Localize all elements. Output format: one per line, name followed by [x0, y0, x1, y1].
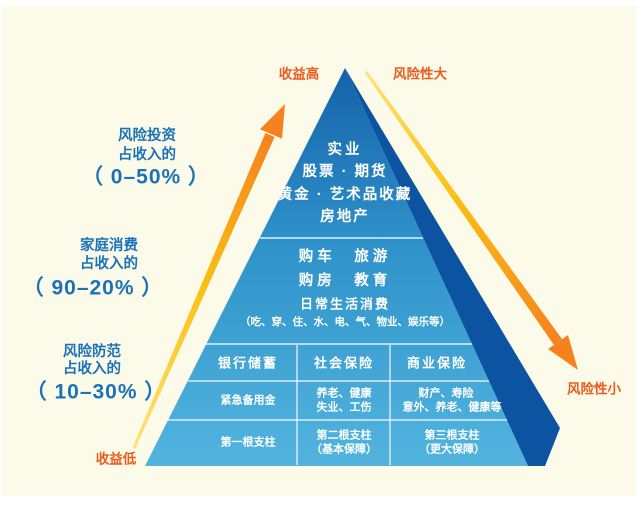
up-arrow-head-icon: [260, 104, 285, 139]
note-risk-investment-line2: 占收入的: [118, 146, 176, 163]
tier3-col2-base-line1: 第二根支柱: [316, 429, 372, 442]
label-yield-low: 收益低: [95, 451, 137, 467]
tier3-col3-mid-line1: 财产、寿险: [418, 387, 474, 400]
pyramid-front-face: [145, 68, 528, 466]
tier3-col1-mid: 紧急备用金: [220, 394, 276, 407]
tier1-line-real-estate: 房地产: [320, 208, 370, 225]
note-risk-investment-range: （ 0–50% ）: [81, 165, 211, 189]
tier2-line-daily-living: 日常生活消费: [299, 296, 391, 312]
tier3-col3-mid-line2: 意外、养老、健康等: [402, 401, 502, 414]
note-risk-prevention-line1: 风险防范: [63, 343, 121, 360]
tier3-col2-header: 社会保险: [313, 355, 375, 371]
note-family-consumption-line1: 家庭消费: [80, 237, 138, 254]
tier3-col1-base: 第一根支柱: [220, 436, 276, 449]
label-risk-low: 风险性小: [567, 381, 621, 397]
note-risk-prevention-range: （ 10–30% ）: [25, 380, 167, 404]
note-family-consumption-range: （ 90–20% ）: [22, 276, 164, 300]
tier3-col1-header: 银行储蓄: [217, 355, 279, 371]
tier3-col3-base-line2: （更大保障）: [419, 443, 485, 456]
tier1-line-stocks: 股票 · 期货: [302, 163, 388, 180]
pyramid-side-face: [345, 68, 560, 466]
tier1-line-industry: 实业: [327, 141, 363, 158]
tier3-col3-base-line1: 第三根支柱: [424, 429, 480, 442]
note-family-consumption-line2: 占收入的: [80, 255, 138, 272]
down-arrow-head-icon: [548, 335, 578, 370]
label-yield-high: 收益高: [278, 66, 320, 82]
tier3-col2-mid-line2: 失业、工伤: [316, 401, 372, 414]
tier2-line-car-travel: 购车 旅游: [298, 248, 392, 265]
tier3-col2-base-line2: （基本保障）: [311, 443, 377, 456]
up-arrow-shaft-icon: [132, 133, 275, 449]
tier3-col3-header: 商业保险: [406, 355, 468, 371]
tier2-line-house-education: 购房 教育: [298, 272, 392, 289]
tier1-line-gold-art: 黄金 · 艺术品收藏: [277, 186, 413, 203]
note-risk-prevention-line2: 占收入的: [63, 360, 121, 377]
down-arrow-shaft-icon: [364, 71, 563, 345]
label-risk-high: 风险性大: [393, 66, 447, 82]
tier3-col2-mid-line1: 养老、健康: [316, 387, 372, 400]
tier2-line-daily-detail: （吃、穿、住、水、电、气、物业、娱乐等）: [240, 315, 450, 328]
note-risk-investment-line1: 风险投资: [118, 127, 176, 144]
